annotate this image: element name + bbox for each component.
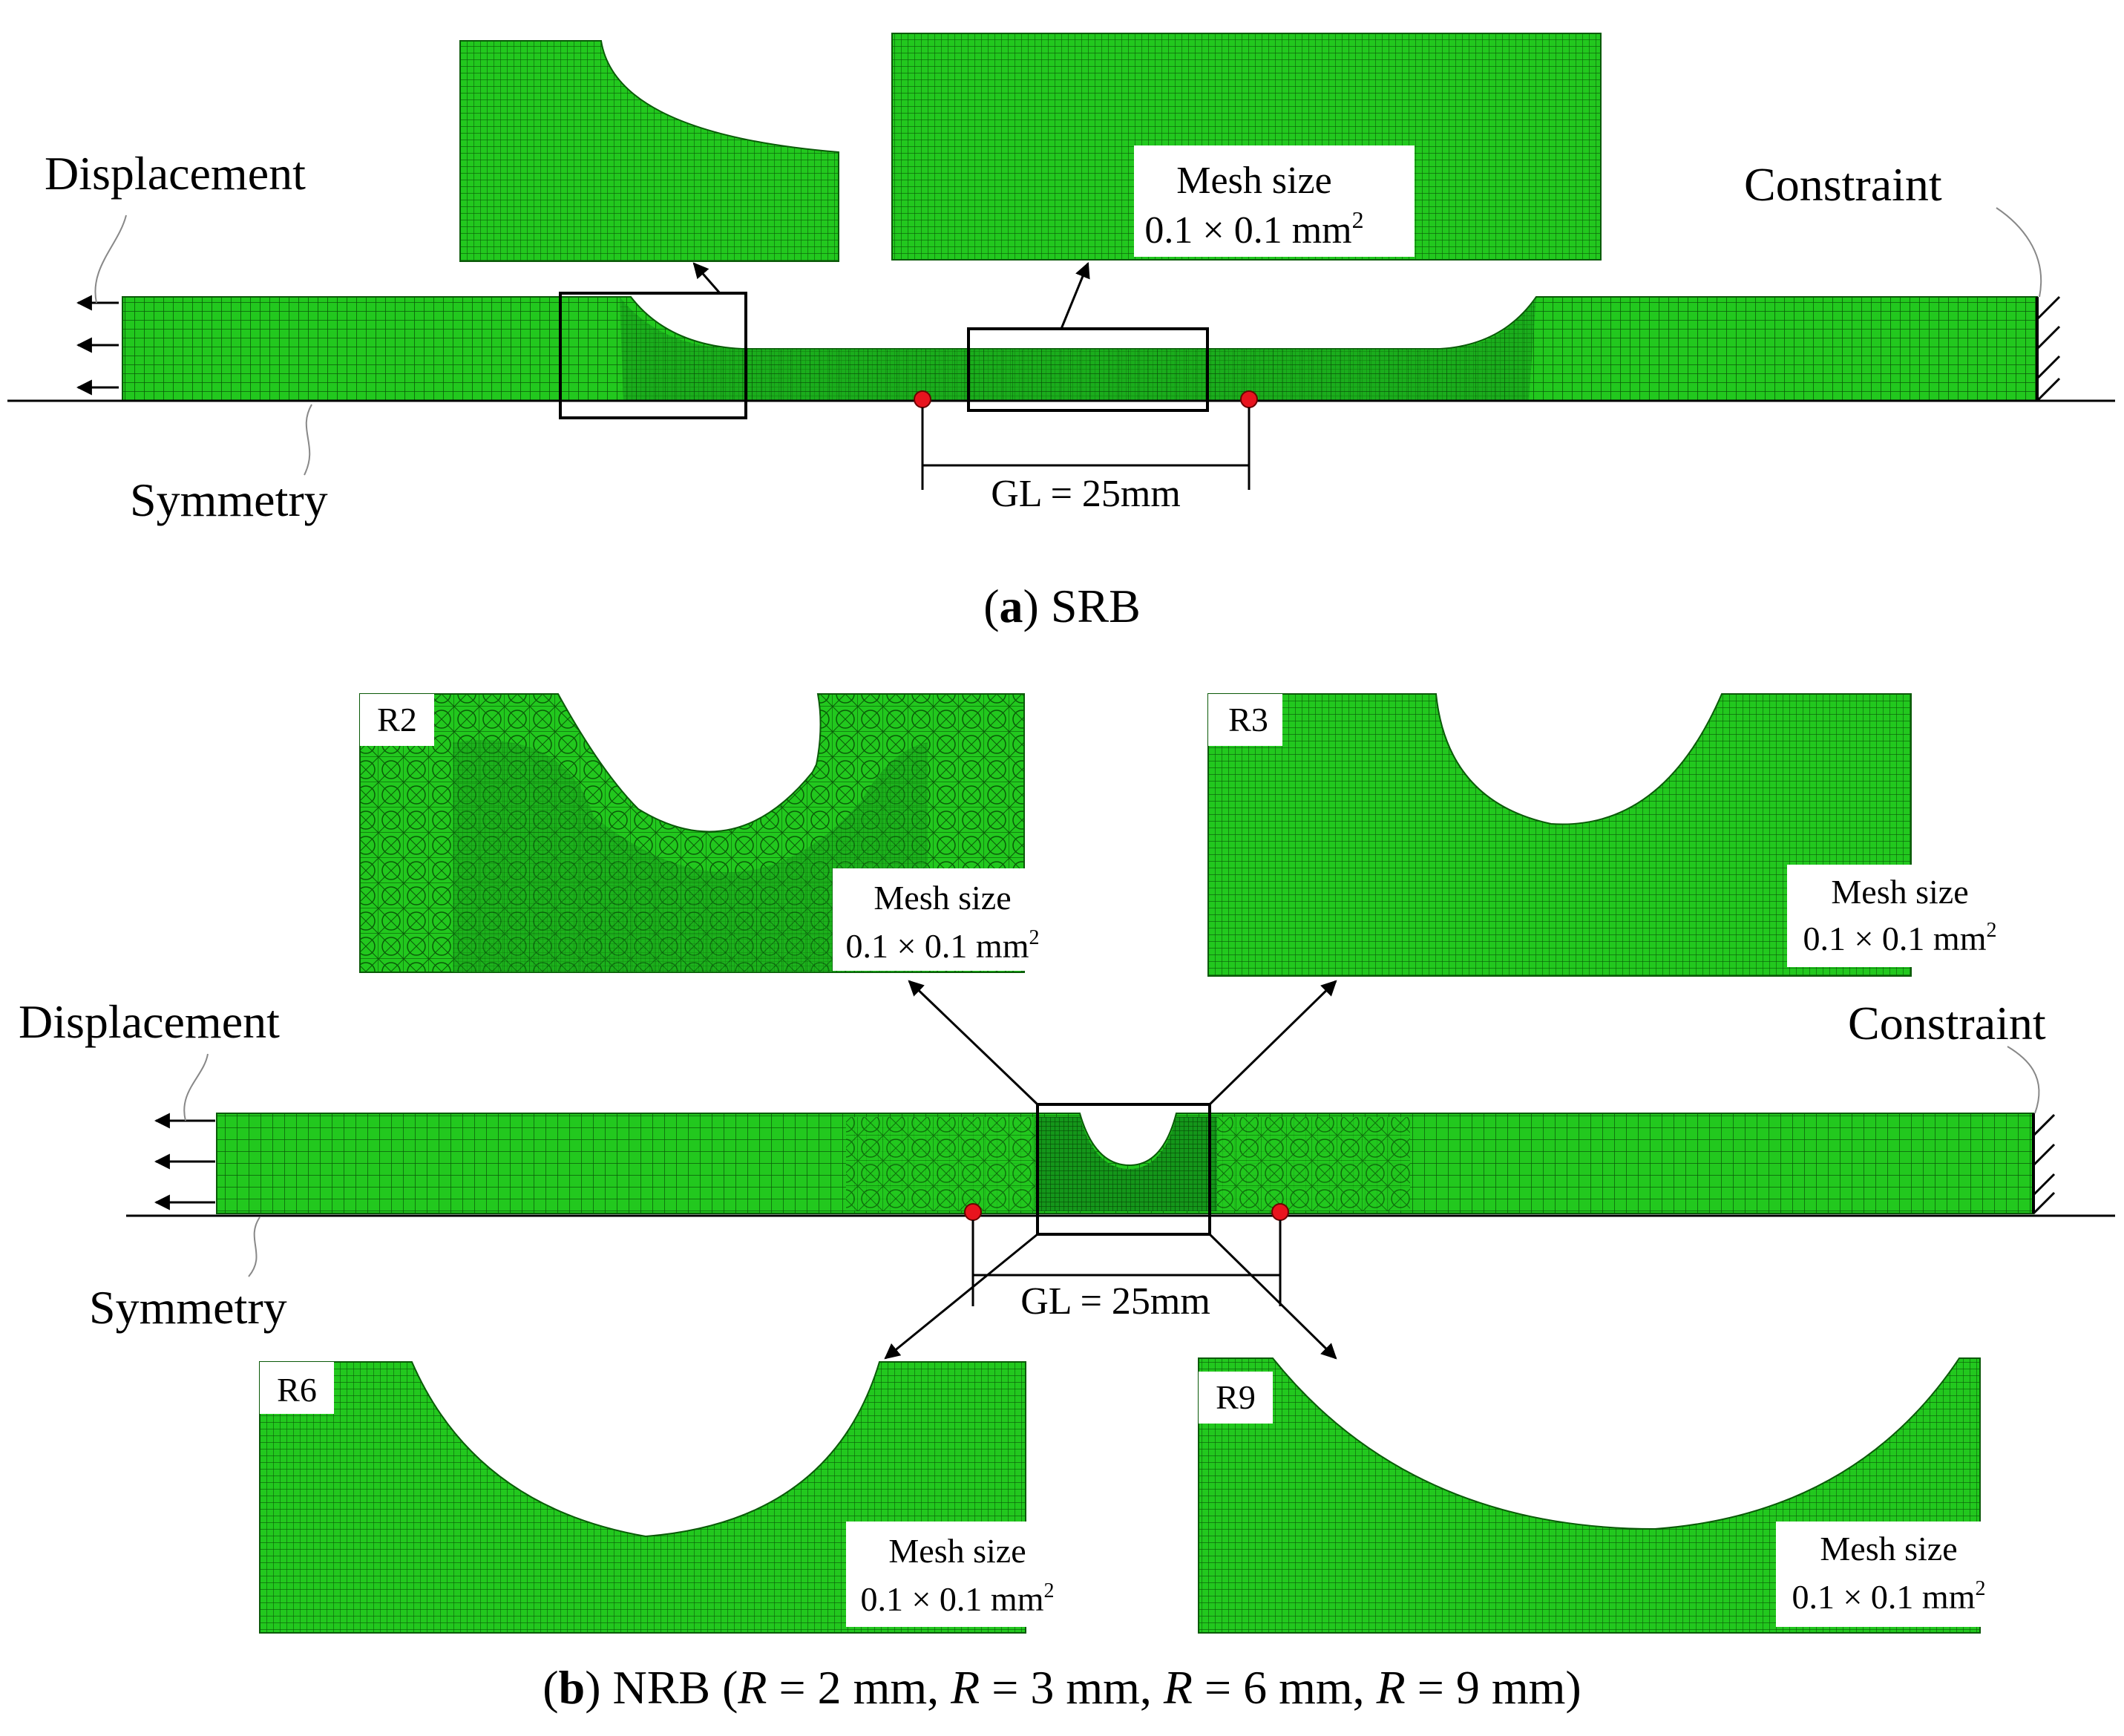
symmetry-label-a: Symmetry (130, 474, 328, 526)
displacement-arrows-b (154, 1053, 215, 1211)
inset-r3: R3 Mesh size 0.1 × 0.1 mm2 (1207, 693, 2032, 977)
r6-mesh-value: 0.1 × 0.1 mm2 (860, 1579, 1054, 1618)
gauge-marker-right (1240, 390, 1258, 408)
r3-label-box (1208, 694, 1282, 746)
constraint-label-a: Constraint (1744, 158, 1942, 211)
srb-specimen (122, 296, 2038, 402)
gauge-marker-left (914, 390, 931, 408)
arrow-to-r6 (884, 1233, 1038, 1360)
r9-label: R9 (1216, 1378, 1256, 1416)
constraint-hatch-b (2007, 1046, 2056, 1215)
r3-label: R3 (1228, 701, 1268, 738)
constraint-label-b: Constraint (1848, 997, 2046, 1049)
inset-r9: R9 Mesh size 0.1 × 0.1 mm2 (1198, 1357, 2025, 1634)
gauge-length-label-a: GL = 25mm (991, 473, 1181, 515)
caption-b: (b) NRB (R = 2 mm, R = 3 mm, R = 6 mm, R… (543, 1661, 1581, 1714)
inset-r6: R6 Mesh size 0.1 × 0.1 mm2 (259, 1361, 1091, 1634)
r6-mesh-box (846, 1522, 1091, 1627)
inset-r2: R2 Mesh size 0.1 × 0.1 mm2 (359, 693, 1078, 973)
r2-label-box (360, 694, 434, 746)
panel-b-nrb: R2 Mesh size 0.1 × 0.1 mm2 R3 Mesh size … (19, 693, 2115, 1714)
symmetry-leader-b (248, 1216, 260, 1277)
constraint-hatch-a (1996, 207, 2061, 402)
srb-gauge-inset: Mesh size 0.1 × 0.1 mm2 (891, 33, 1602, 261)
gauge-marker-right-b (1271, 1203, 1289, 1221)
symmetry-label-b: Symmetry (89, 1281, 287, 1334)
r9-label-box (1199, 1372, 1273, 1424)
panel-a-srb: Mesh size 0.1 × 0.1 mm2 Displacement (7, 33, 2115, 632)
arrow-to-r3 (1208, 980, 1337, 1106)
zoom-box-notch (1036, 1103, 1211, 1236)
gauge-marker-left-b (964, 1203, 982, 1221)
r6-mesh-label: Mesh size (888, 1532, 1026, 1570)
caption-a: (a) SRB (983, 580, 1141, 632)
mesh-size-value: 0.1 × 0.1 mm2 (1144, 206, 1363, 252)
r2-mesh-label: Mesh size (873, 879, 1011, 917)
displacement-arrows-a (76, 214, 127, 396)
r2-mesh-value: 0.1 × 0.1 mm2 (845, 926, 1039, 965)
r9-mesh-box (1776, 1522, 2025, 1627)
zoom-box-gauge (967, 327, 1209, 412)
displacement-label-b: Displacement (19, 995, 280, 1048)
r3-mesh-label: Mesh size (1831, 873, 1968, 911)
r3-mesh-box (1787, 865, 2032, 967)
gauge-length-b (964, 1203, 1289, 1306)
arrow-to-r2 (908, 980, 1039, 1106)
r2-mesh-box (833, 868, 1078, 971)
mesh-size-label: Mesh size (1176, 160, 1331, 202)
nrb-specimen (216, 1113, 2034, 1214)
gauge-length-label-b: GL = 25mm (1020, 1280, 1210, 1323)
r3-mesh-value: 0.1 × 0.1 mm2 (1803, 919, 1996, 957)
zoom-arrow-fillet (692, 262, 721, 294)
r2-label: R2 (377, 701, 417, 738)
symmetry-leader-a (304, 404, 312, 476)
displacement-label-a: Displacement (45, 147, 306, 200)
r6-label: R6 (277, 1371, 317, 1409)
arrow-to-r9 (1208, 1233, 1337, 1360)
mesh-size-box (1134, 145, 1415, 257)
r6-label-box (260, 1362, 334, 1414)
r9-mesh-label: Mesh size (1820, 1530, 1957, 1568)
zoom-box-fillet (559, 292, 747, 419)
gauge-length-a (914, 390, 1258, 490)
zoom-arrow-gauge (1060, 262, 1090, 330)
srb-fillet-inset (459, 40, 839, 262)
r9-mesh-value: 0.1 × 0.1 mm2 (1792, 1577, 1985, 1616)
